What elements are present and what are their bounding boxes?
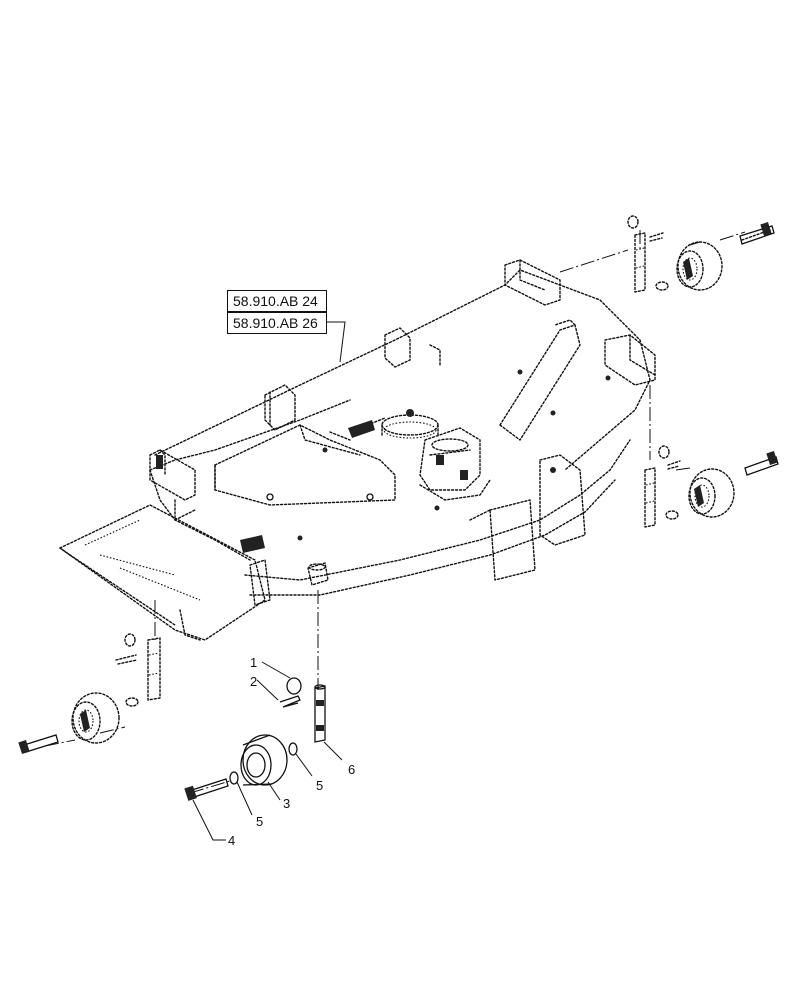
discharge-chute xyxy=(59,504,266,641)
callout-4: 4 xyxy=(228,833,235,848)
part-pin xyxy=(314,685,326,743)
lower-left-wheel-group xyxy=(18,633,161,754)
callout-5-upper: 5 xyxy=(316,778,323,793)
callout-1: 1 xyxy=(250,655,257,670)
reference-box-1[interactable]: 58.910.AB 24 xyxy=(227,290,327,312)
center-lines xyxy=(44,230,746,794)
part-washer-upper xyxy=(288,742,298,756)
callout-3: 3 xyxy=(283,796,290,811)
gearbox xyxy=(419,427,491,501)
part-retaining-ring xyxy=(286,677,302,695)
rear-bracket-middle xyxy=(384,327,441,368)
deck-bolts xyxy=(297,369,611,541)
reference-box-2[interactable]: 58.910.AB 26 xyxy=(227,312,327,334)
upper-right-wheel-group xyxy=(627,215,775,293)
part-hairpin xyxy=(279,695,301,708)
right-cover-plate xyxy=(499,319,581,441)
exploded-parts xyxy=(184,677,326,801)
right-front-bracket xyxy=(469,454,586,581)
left-mount-bracket xyxy=(149,449,196,521)
rear-bracket-right xyxy=(504,259,561,306)
right-rear-mount xyxy=(604,334,656,386)
part-washer-lower xyxy=(229,771,239,785)
callout-2: 2 xyxy=(250,674,257,689)
belt-cover xyxy=(214,424,396,506)
part-wheel xyxy=(240,734,288,786)
leader-lines xyxy=(192,321,346,841)
callout-6: 6 xyxy=(348,762,355,777)
rear-bracket-left xyxy=(264,384,296,431)
spindle-pulley xyxy=(329,409,439,441)
part-bolt xyxy=(184,778,229,801)
deck-housing xyxy=(149,269,651,596)
callout-labels: 1 2 3 4 5 5 6 xyxy=(228,655,355,848)
callout-5-lower: 5 xyxy=(256,814,263,829)
lower-right-wheel-group xyxy=(644,445,779,528)
front-mounts xyxy=(240,535,329,606)
